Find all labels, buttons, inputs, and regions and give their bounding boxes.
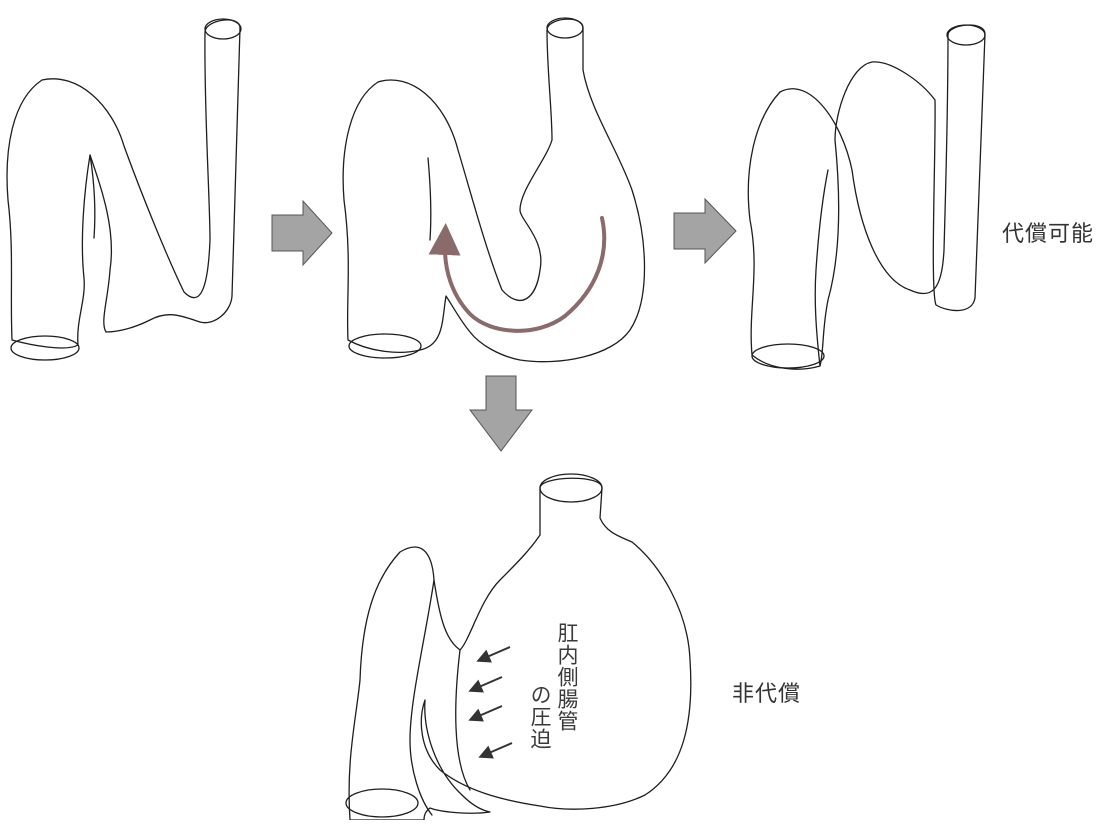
loop-dilated-top-opening xyxy=(547,18,583,38)
pressure-arrows xyxy=(472,647,512,756)
loop-compensated-outline xyxy=(748,25,985,369)
pressure-arrow-1-icon xyxy=(480,647,510,660)
loop-decompensated-bottom-opening xyxy=(346,789,418,817)
loop-decompensated-fold-inner xyxy=(456,650,470,790)
label-compensated: 代償可能 xyxy=(1002,216,1094,248)
curved-flow-arrow-icon xyxy=(445,218,604,331)
loop-normal-outline xyxy=(7,20,240,348)
label-compression-line2: の圧迫 xyxy=(526,684,553,750)
loop-compensated-top-opening xyxy=(947,25,985,45)
loop-decompensated xyxy=(346,474,691,820)
label-compression-line1: 肛内側腸管 xyxy=(553,622,580,732)
loop-decompensated-fold-outer xyxy=(410,580,434,815)
pressure-arrow-4-icon xyxy=(482,743,512,756)
arrow-down-icon xyxy=(470,376,532,451)
pressure-arrow-3-icon xyxy=(472,706,502,719)
arrow-right-1-icon xyxy=(272,201,332,265)
loop-compensated xyxy=(748,25,985,369)
loop-decompensated-outline xyxy=(349,478,691,820)
process-arrows xyxy=(272,199,736,451)
loop-normal xyxy=(7,19,241,360)
loop-compensated-fold xyxy=(815,170,828,366)
loop-normal-top-opening xyxy=(205,19,241,39)
loop-dilated xyxy=(343,18,644,362)
arrow-right-2-icon xyxy=(674,199,736,263)
pressure-arrow-2-icon xyxy=(472,677,502,690)
loop-dilated-outline xyxy=(343,19,644,362)
loop-compensated-bottom-opening xyxy=(752,344,824,368)
label-decompensated: 非代償 xyxy=(732,676,801,708)
loop-dilated-fold xyxy=(428,158,431,240)
